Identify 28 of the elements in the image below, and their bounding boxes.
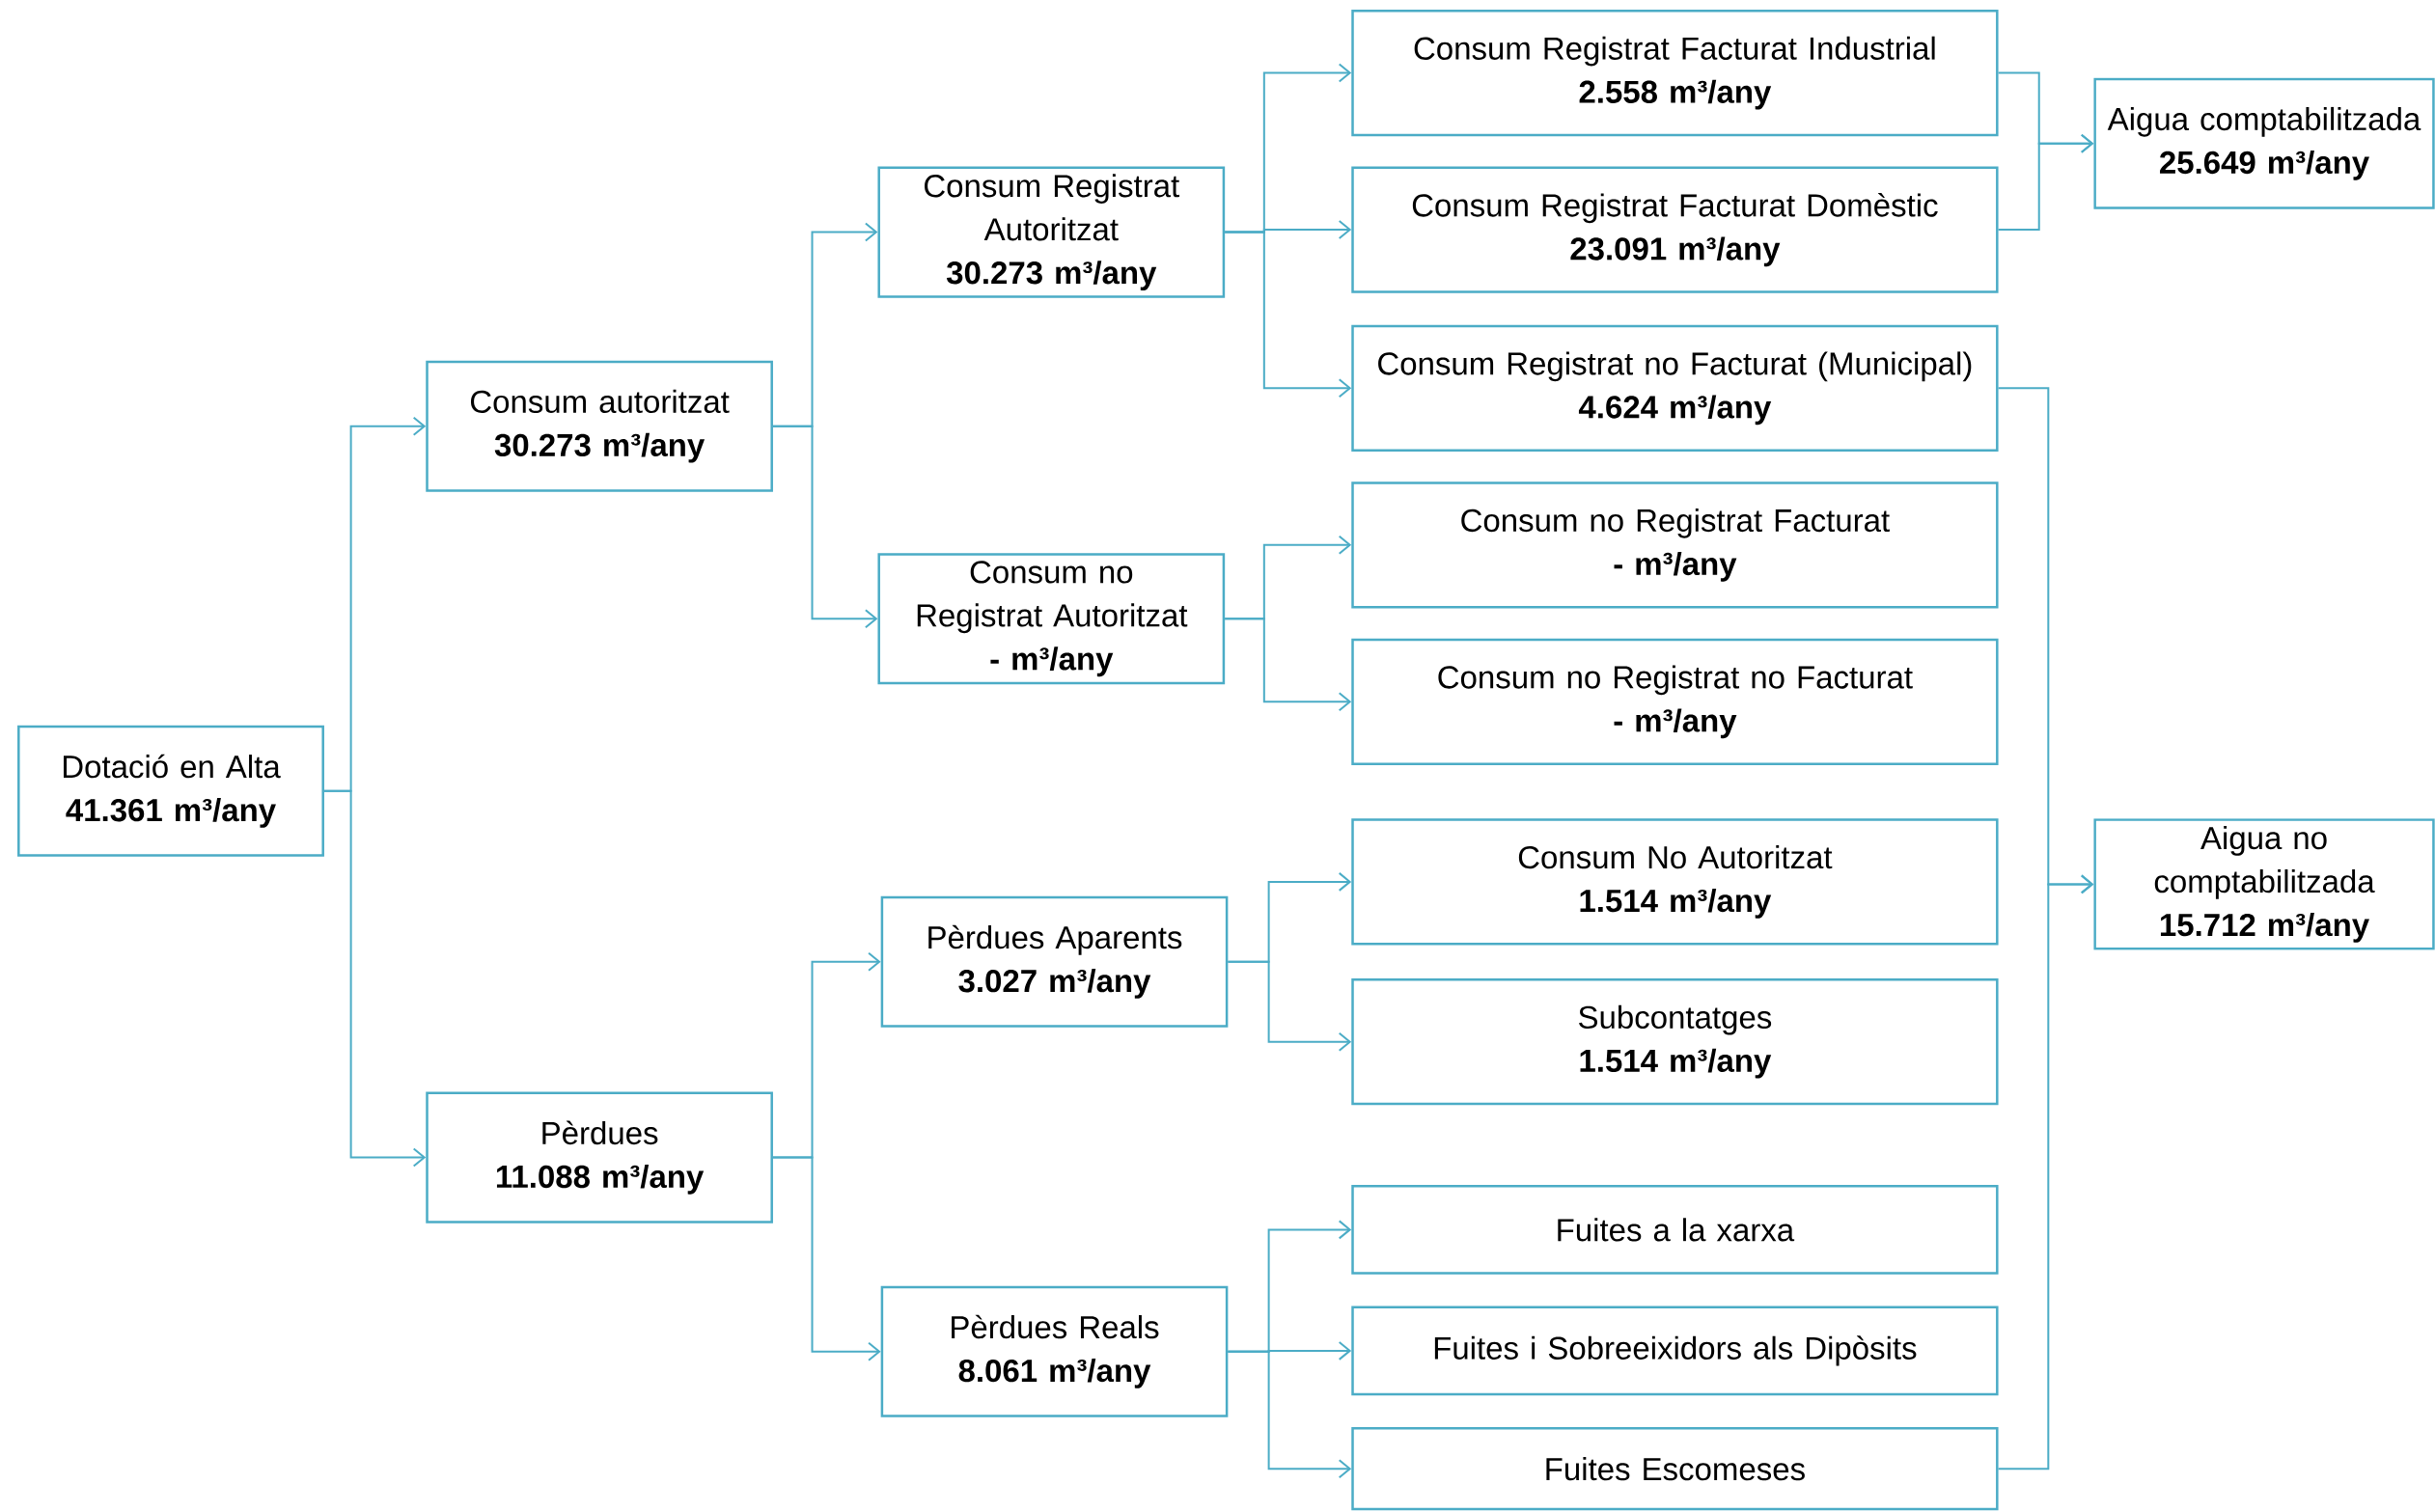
flow-box: Pèrdues Aparents 3.027 m³/any (880, 895, 1229, 1028)
flow-box: Consum autoritzat 30.273 m³/any (426, 360, 773, 492)
flow-box: Consum Registrat Facturat Industrial 2.558 m³/any (1351, 10, 1999, 137)
arrow (1997, 874, 2094, 1471)
flow-box: Fuites a la xarxa (1351, 1185, 1999, 1275)
flow-box: Dotació en Alta 41.361 m³/any (17, 725, 324, 857)
flow-box: Aigua no comptabilitzada 15.712 m³/any (2093, 818, 2435, 950)
flow-box: Consum Registrat Facturat Domèstic 23.091 m³/any (1351, 166, 1999, 293)
flow-box: Consum no Registrat Autoritzat - m³/any (877, 553, 1226, 685)
arrow (1227, 1350, 1352, 1479)
arrow (771, 1156, 881, 1361)
flow-box: Consum No Autoritzat 1.514 m³/any (1351, 818, 1999, 946)
flow-box: Fuites i Sobreeixidors als Dipòsits (1351, 1306, 1999, 1396)
arrow (1997, 133, 2094, 232)
arrow (322, 789, 427, 1168)
flow-box: Consum no Registrat Facturat - m³/any (1351, 481, 1999, 609)
arrow (1227, 960, 1352, 1052)
flow-box: Consum Registrat no Facturat (Municipal) 4.624 m³/any (1351, 324, 1999, 452)
flow-box: Pèrdues Reals 8.061 m³/any (880, 1285, 1229, 1417)
flow-box: Subcontatges 1.514 m³/any (1351, 978, 1999, 1106)
flow-box: Consum Registrat Autoritzat 30.273 m³/any (877, 166, 1226, 298)
flow-box: Aigua comptabilitzada 25.649 m³/any (2093, 77, 2435, 209)
arrow (1224, 618, 1352, 712)
flow-box: Consum no Registrat no Facturat - m³/any (1351, 638, 1999, 765)
flow-box: Fuites Escomeses (1351, 1427, 1999, 1511)
arrow (1224, 231, 1352, 399)
flow-box: Pèrdues 11.088 m³/any (426, 1091, 773, 1223)
arrow (771, 425, 878, 629)
